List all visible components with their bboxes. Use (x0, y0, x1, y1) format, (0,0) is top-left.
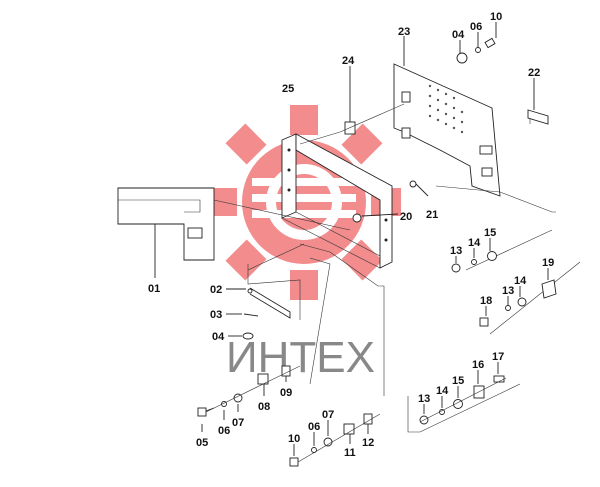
label-11: 11 (344, 447, 356, 459)
watermark-gear-logo (207, 105, 401, 300)
label-18: 18 (480, 295, 492, 307)
label-10a: 10 (288, 433, 300, 445)
label-02: 02 (210, 284, 222, 296)
bottom-left-chain (197, 365, 301, 432)
label-12: 12 (362, 437, 374, 449)
label-04a: 04 (212, 331, 225, 343)
label-03: 03 (210, 309, 222, 321)
right-lower-chain (479, 268, 557, 327)
label-16: 16 (472, 359, 484, 371)
label-17: 17 (492, 351, 504, 363)
bottom-right-chain (419, 362, 507, 425)
label-22: 22 (528, 67, 540, 79)
label-14c: 14 (468, 237, 481, 249)
watermark-text: ИНТЕХ (226, 333, 375, 382)
part-23-cover-plate (393, 36, 501, 197)
label-24: 24 (342, 55, 355, 67)
part-20-21-screws (352, 180, 429, 223)
label-13b: 13 (502, 285, 514, 297)
label-15a: 15 (452, 375, 464, 387)
label-06b: 06 (308, 421, 320, 433)
label-14a: 14 (436, 385, 449, 397)
part-25-frame (281, 133, 393, 269)
part-01-rail (117, 187, 215, 278)
label-07b: 07 (322, 409, 334, 421)
label-07a: 07 (232, 417, 244, 429)
label-21: 21 (426, 209, 438, 221)
label-06c: 06 (470, 21, 482, 33)
bottom-center-chain (289, 413, 381, 467)
part-labels: 01 02 03 04 05 06 07 08 09 10 06 07 11 1… (148, 11, 554, 459)
label-08: 08 (258, 401, 270, 413)
label-15c: 15 (484, 227, 496, 239)
label-19: 19 (542, 257, 554, 269)
label-20: 20 (400, 211, 412, 223)
label-05: 05 (196, 437, 208, 449)
left-hardware-chain (226, 287, 291, 340)
part-24-clip (344, 66, 356, 135)
label-04b: 04 (452, 29, 465, 41)
label-13c: 13 (450, 245, 462, 257)
label-13a: 13 (418, 393, 430, 405)
assembly-leader-lines (213, 103, 581, 433)
label-09: 09 (280, 387, 292, 399)
top-hardware-group (456, 22, 497, 64)
label-06a: 06 (218, 425, 230, 437)
label-25: 25 (282, 83, 294, 95)
right-upper-chain (451, 238, 497, 273)
label-23: 23 (398, 26, 410, 38)
label-14b: 14 (514, 275, 527, 287)
part-22-latch (527, 78, 549, 125)
label-10b: 10 (490, 11, 502, 23)
label-01: 01 (148, 283, 160, 295)
